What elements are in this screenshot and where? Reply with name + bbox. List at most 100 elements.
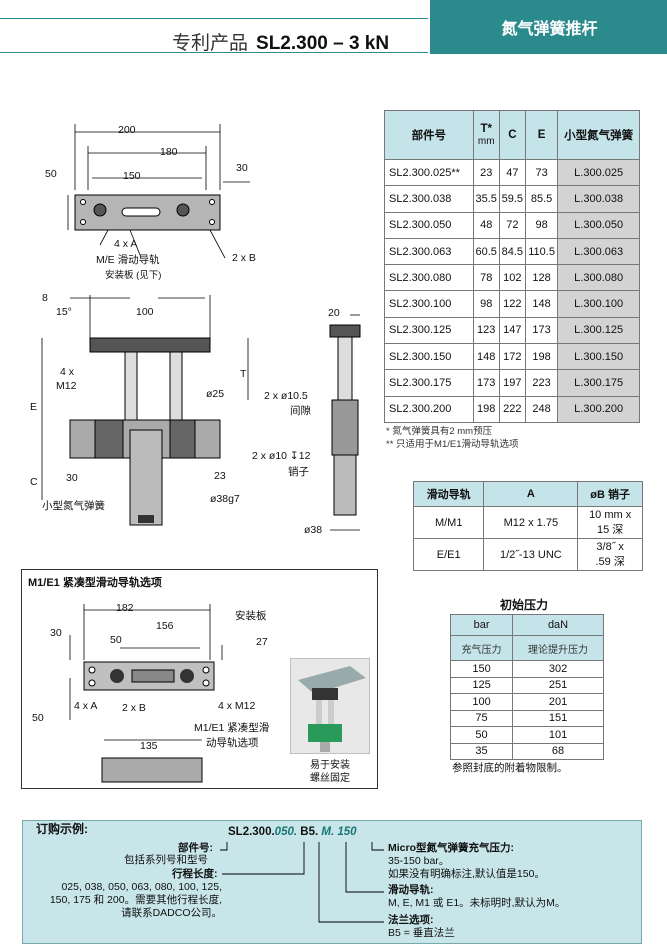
m1-box-title: M1/E1 紧凑型滑动导轨选项	[28, 577, 162, 589]
m1-dim-27: 27	[256, 636, 268, 648]
page-title: 专利产品 SL2.300 – 3 kN	[172, 28, 389, 55]
m1-dim-156: 156	[156, 620, 174, 632]
part-label: 部件号:	[178, 842, 213, 854]
dim-8: 8	[42, 292, 48, 304]
label-slide-guide: M/E 滑动导轨	[96, 254, 160, 266]
slide-line-1: M, E, M1 或 E1。未标明时,默认为M。	[388, 897, 566, 909]
order-connector-lines	[220, 842, 384, 923]
col-E: E	[524, 110, 559, 160]
pressure-title: 初始压力	[500, 598, 549, 612]
category-banner: 氮气弹簧推杆	[428, 0, 667, 54]
order-title: 订购示例:	[36, 822, 88, 836]
dim-dia25: ø25	[206, 388, 225, 400]
label-4xA: 4 x A	[114, 238, 138, 250]
label-4x: 4 x	[60, 366, 75, 378]
dim-E: E	[30, 401, 38, 413]
dim-180: 180	[160, 146, 178, 158]
col-slide: 滑动导轨	[412, 481, 485, 507]
label-micro-spring: 小型氮气弹簧	[42, 500, 105, 512]
stroke-line-1: 025, 038, 050, 063, 080, 100, 125,	[61, 881, 222, 893]
col-C: C	[498, 110, 526, 160]
order-code: SL2.300.050. B5. M. 150	[228, 826, 357, 838]
label-pin: 销子	[288, 466, 309, 478]
m1-dim-50b: 50	[32, 712, 44, 724]
label-2x-dia10: 2 x ø10 ↧12	[252, 450, 311, 462]
dim-C: C	[30, 476, 38, 488]
pressure-line-2: 如果没有明确标注,默认值是150。	[388, 868, 545, 880]
m1-label-slide2: 动导轨选项	[206, 737, 259, 749]
m1-dim-135: 135	[140, 740, 158, 752]
header-bottom-rule	[0, 52, 430, 53]
dim-dia38g7: ø38g7	[210, 493, 240, 505]
dim-20: 20	[328, 307, 340, 319]
dim-200: 200	[118, 124, 136, 136]
col-micro-spring: 小型氮气弹簧	[557, 110, 640, 160]
photo-caption-1: 易于安装	[310, 760, 350, 771]
col-A: A	[483, 481, 579, 507]
dim-dia38: ø38	[304, 524, 323, 536]
m1-dim-30: 30	[50, 627, 62, 639]
m1-label-4xM12: 4 x M12	[218, 700, 256, 712]
title-model: SL2.300 – 3 kN	[256, 33, 390, 54]
table-row: E/E1 1/2˝-13 UNC 3/8˝ x.59 深	[412, 538, 643, 571]
dim-30b: 30	[66, 472, 78, 484]
pressure-label: Micro型氮气弹簧充气压力:	[388, 842, 514, 854]
m1-dim-182: 182	[116, 602, 134, 614]
title-prefix: 专利产品	[172, 32, 249, 54]
dim-50: 50	[45, 168, 57, 180]
dim-150: 150	[123, 170, 141, 182]
flange-line-1: B5 = 垂直法兰	[388, 927, 455, 939]
m1-label-slide1: M1/E1 紧凑型滑	[194, 722, 270, 734]
technical-drawing	[41, 124, 361, 531]
note-preload: * 氮气弹簧具有2 mm预压	[386, 426, 493, 437]
photo-caption-2: 螺丝固定	[310, 773, 350, 784]
part-desc: 包括系列号和型号	[124, 854, 208, 866]
note-m1-only: ** 只适用于M1/E1滑动导轨选项	[386, 439, 519, 450]
flange-label: 法兰选项:	[388, 914, 434, 926]
dim-15deg: 15°	[56, 306, 72, 318]
label-M12: M12	[56, 380, 77, 392]
dim-100: 100	[136, 306, 154, 318]
stroke-line-3: 请联系DADCO公司。	[121, 907, 222, 919]
pressure-note: 参照封底的附着物限制。	[452, 762, 568, 774]
pressure-line-1: 35-150 bar。	[388, 855, 450, 867]
col-part-number: 部件号	[384, 110, 474, 160]
m1-label-plate: 安装板	[235, 610, 267, 622]
header-top-rule	[0, 18, 430, 19]
label-2xB: 2 x B	[232, 252, 256, 264]
stroke-line-2: 150, 175 和 200。需要其他行程长度,	[49, 894, 222, 906]
dim-30: 30	[236, 162, 248, 174]
m1-label-4xA: 4 x A	[74, 700, 98, 712]
product-photo	[290, 658, 370, 754]
dim-T: T	[240, 368, 247, 380]
label-clearance: 间隙	[290, 405, 311, 417]
label-mount-plate: 安装板 (见下)	[105, 270, 162, 281]
label-2x-dia10-5: 2 x ø10.5	[264, 390, 308, 402]
m1-option-box: M1/E1 紧凑型滑动导轨选项	[21, 569, 378, 789]
slide-label: 滑动导轨:	[388, 884, 434, 896]
col-pin: øB 销子	[577, 481, 643, 507]
m1-dim-50: 50	[110, 634, 122, 646]
dim-23: 23	[214, 470, 226, 482]
m1-drawing	[69, 604, 223, 783]
